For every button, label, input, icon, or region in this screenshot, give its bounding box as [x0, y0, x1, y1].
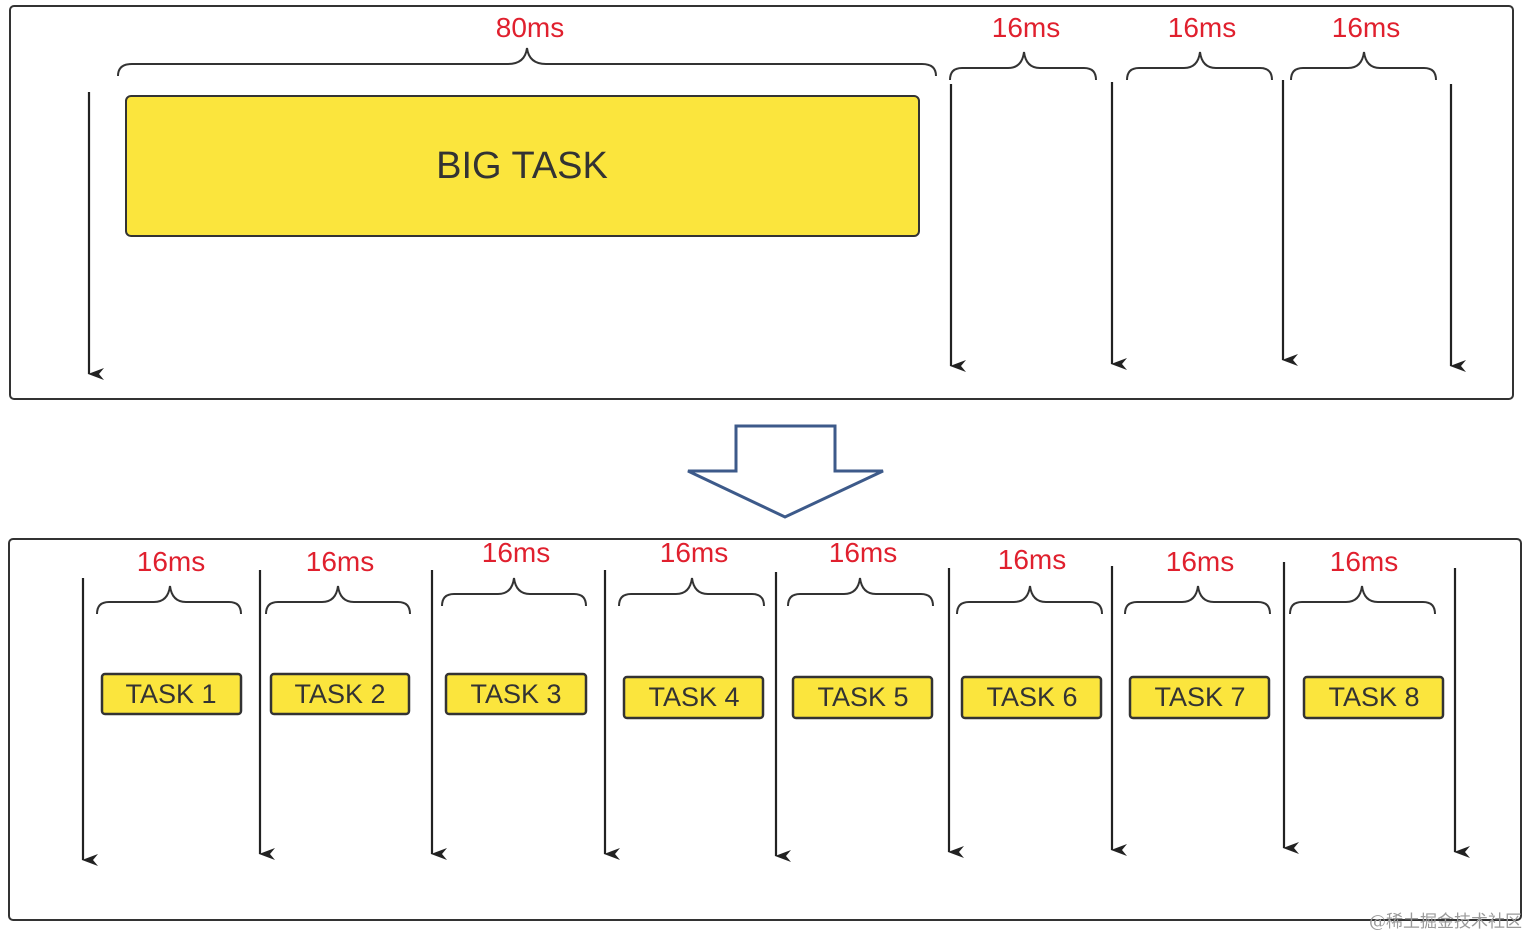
interval-brace — [265, 585, 411, 615]
task-block — [791, 675, 934, 720]
interval-brace — [1126, 51, 1273, 81]
task-block — [269, 672, 411, 716]
task-label: TASK 4 — [648, 682, 739, 712]
bottom-diagram: 16ms 16ms 16ms 16ms 16ms 16ms 16ms 16ms … — [81, 537, 1470, 866]
task-label: TASK 6 — [986, 682, 1077, 712]
task-block — [1128, 675, 1271, 720]
interval-label: 16ms — [306, 546, 374, 577]
interval-label: 16ms — [998, 544, 1066, 575]
big-task-block — [125, 95, 920, 237]
transform-arrow-icon — [687, 424, 884, 519]
interval-label: 16ms — [1168, 12, 1236, 43]
interval-brace — [441, 577, 587, 607]
interval-label: 16ms — [1166, 546, 1234, 577]
interval-brace — [1124, 585, 1271, 615]
interval-brace — [949, 51, 1097, 81]
interval-label: 80ms — [496, 12, 564, 43]
task-block — [960, 675, 1103, 720]
interval-brace — [956, 585, 1103, 615]
interval-label: 16ms — [829, 537, 897, 568]
task-block — [100, 672, 243, 716]
interval-brace — [1290, 51, 1437, 81]
interval-label: 16ms — [1330, 546, 1398, 577]
interval-label: 16ms — [992, 12, 1060, 43]
task-label: TASK 1 — [125, 679, 216, 709]
interval-label: 16ms — [1332, 12, 1400, 43]
interval-brace — [1289, 585, 1436, 615]
big-task-label: BIG TASK — [436, 145, 608, 187]
task-label: TASK 8 — [1328, 682, 1419, 712]
task-block — [444, 672, 588, 716]
watermark: @稀土掘金技术社区 — [1369, 912, 1522, 932]
interval-label: 16ms — [660, 537, 728, 568]
interval-brace — [96, 585, 242, 615]
task-label: TASK 2 — [294, 679, 385, 709]
top-diagram: 80ms 16ms 16ms 16ms BIG TASK — [87, 12, 1466, 380]
interval-brace — [117, 47, 937, 77]
task-block — [622, 675, 765, 720]
interval-label: 16ms — [482, 537, 550, 568]
interval-brace — [787, 577, 934, 607]
task-block — [1302, 675, 1445, 720]
interval-label: 16ms — [137, 546, 205, 577]
task-label: TASK 3 — [470, 679, 561, 709]
task-label: TASK 5 — [817, 682, 908, 712]
interval-brace — [618, 577, 765, 607]
task-label: TASK 7 — [1154, 682, 1245, 712]
